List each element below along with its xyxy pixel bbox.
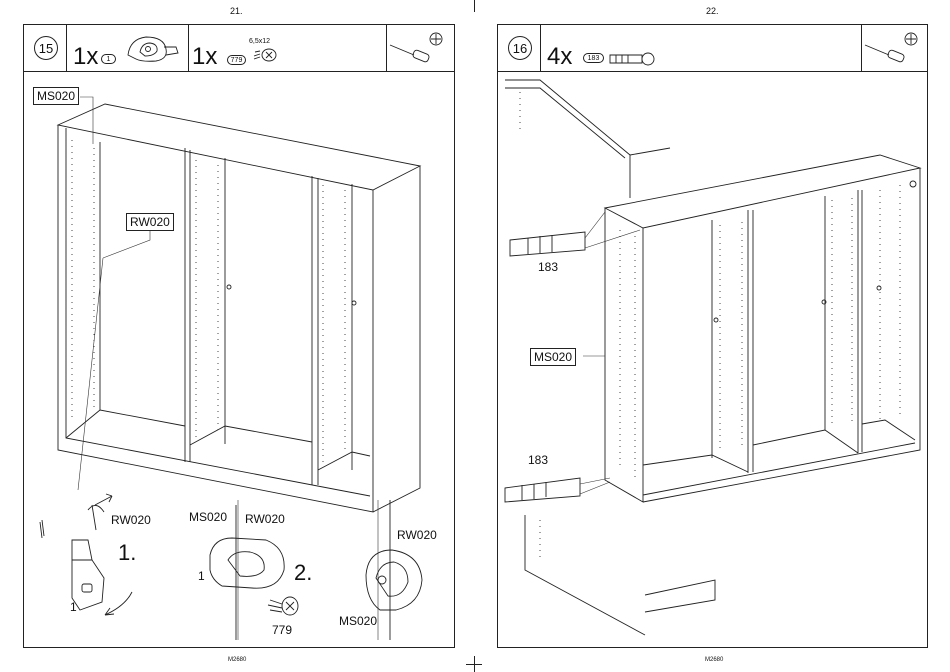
dowel-callout-bottom: 183	[528, 453, 548, 467]
footer-code: M2680	[705, 657, 723, 663]
side-panel-callout: MS020	[530, 348, 576, 366]
dowel-callout-top: 183	[538, 260, 558, 274]
